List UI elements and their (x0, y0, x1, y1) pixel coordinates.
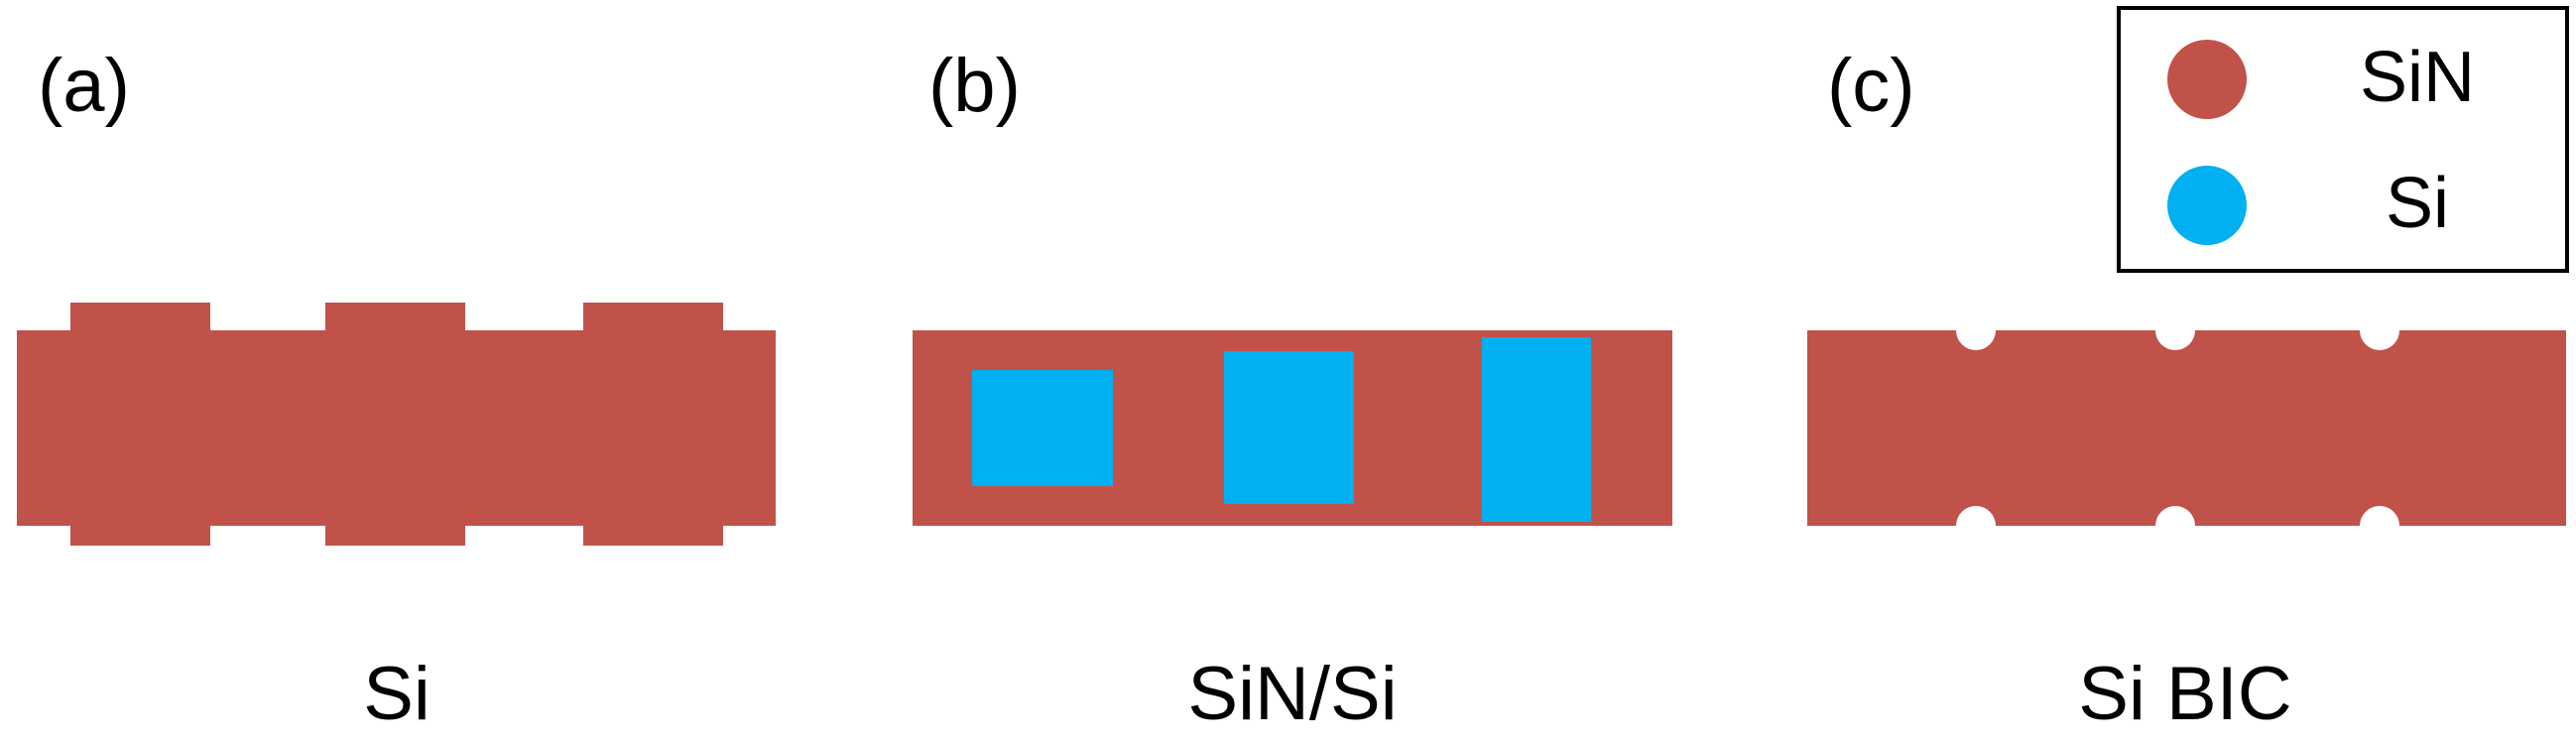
panel-c-structure (1807, 311, 2566, 546)
panel-c-notch-top-2 (2155, 311, 2195, 350)
panel-b-structure (913, 330, 1672, 526)
panel-a-pillar-3 (583, 303, 723, 546)
panel-b-caption: SiN/Si (1187, 652, 1397, 736)
panel-c-notch-bottom-2 (2155, 506, 2195, 546)
panel-c-notch-bottom-3 (2360, 506, 2399, 546)
sin-swatch-icon (2167, 40, 2247, 119)
panel-b: (b) SiN/Si (913, 44, 1672, 736)
panel-c: (c) Si BIC (1807, 44, 2566, 736)
si-swatch-icon (2167, 166, 2247, 245)
panel-b-si-block-3 (1482, 337, 1591, 522)
legend-item-sin: SiN (2167, 38, 2475, 119)
panel-a-structure (17, 303, 776, 546)
legend: SiN Si (2117, 6, 2569, 273)
panel-a-label: (a) (38, 44, 130, 128)
panel-a: (a) Si (17, 44, 776, 736)
panel-b-si-block-1 (972, 370, 1113, 486)
panel-a-caption: Si (363, 652, 430, 736)
panel-b-si-block-2 (1224, 351, 1354, 504)
panel-c-notch-bottom-1 (1956, 506, 1996, 546)
panel-a-pillar-1 (70, 303, 210, 546)
panel-c-notch-top-1 (1956, 311, 1996, 350)
panel-c-notch-top-3 (2360, 311, 2399, 350)
legend-item-sin-label: SiN (2360, 38, 2475, 117)
panel-c-waveguide (1807, 330, 2566, 526)
panel-a-pillar-2 (325, 303, 465, 546)
legend-item-si-label: Si (2386, 164, 2449, 243)
panel-b-label: (b) (928, 44, 1021, 128)
panel-c-label: (c) (1827, 44, 1915, 128)
panel-c-caption: Si BIC (2078, 652, 2291, 736)
legend-item-si: Si (2167, 164, 2449, 245)
